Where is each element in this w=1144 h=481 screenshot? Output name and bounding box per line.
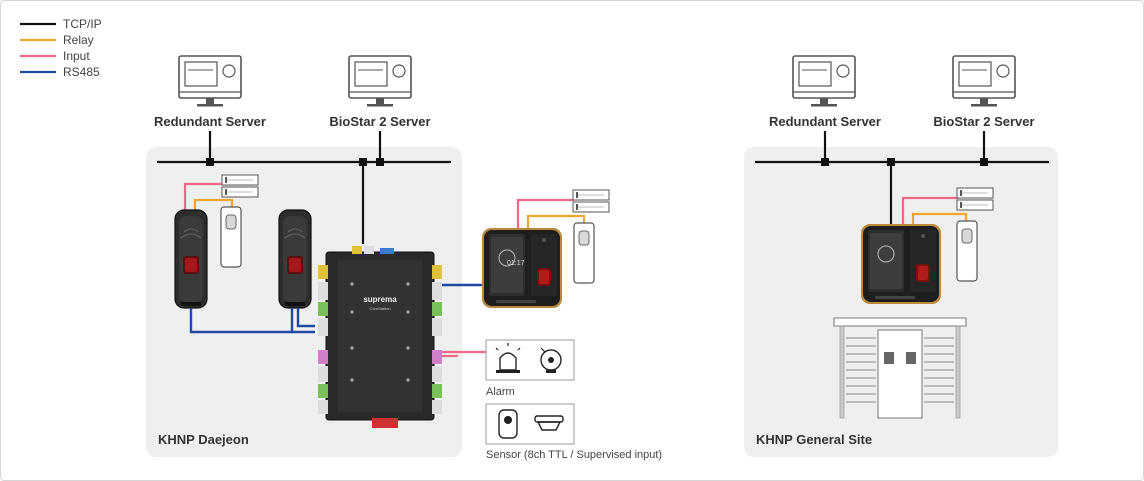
alarm-label: Alarm (486, 386, 515, 398)
card-reader-icon (278, 209, 312, 309)
biostar-server-monitor-icon (952, 55, 1016, 108)
legend-input-label: Input (63, 49, 90, 63)
biostar-server-monitor-icon (348, 55, 412, 108)
rs485-wire (189, 308, 315, 334)
face-terminal-icon (481, 227, 563, 309)
site-left-label: KHNP Daejeon (158, 432, 249, 447)
relay-wire (193, 198, 234, 212)
right-biostar-server-label: BioStar 2 Server (933, 114, 1034, 129)
exit-button-icon (573, 222, 595, 284)
card-reader-icon (174, 209, 208, 309)
redundant-server-monitor-icon (178, 55, 242, 108)
left-redundant-server-label: Redundant Server (154, 114, 266, 129)
left-tcpip-network (157, 131, 451, 244)
right-tcpip-network (755, 131, 1049, 226)
controller-model: CoreStation (369, 306, 390, 311)
sensor-label: Sensor (8ch TTL / Supervised input) (486, 449, 662, 461)
sensor-box (485, 403, 575, 445)
controller-brand: suprema (363, 295, 397, 304)
motion-sensor-icon (498, 409, 518, 439)
turnstile-gate-icon (833, 317, 967, 419)
relay-wire (911, 212, 968, 228)
bell-icon (540, 347, 562, 373)
smoke-detector-icon (534, 415, 564, 431)
controller-board-icon: suprema CoreStation (318, 246, 442, 428)
legend-relay-label: Relay (63, 33, 94, 47)
rs485-wire (296, 308, 315, 328)
site-right-label: KHNP General Site (756, 432, 872, 447)
legend-rs485-label: RS485 (63, 65, 100, 79)
exit-button-icon (956, 220, 978, 282)
siren-icon (495, 343, 521, 373)
input-wire (516, 198, 574, 230)
input-wire (183, 182, 222, 212)
legend: TCP/IP Relay Input RS485 (20, 17, 102, 79)
alarm-box (485, 339, 575, 381)
legend-tcpip-label: TCP/IP (63, 17, 102, 31)
door-sensor-icon (572, 189, 610, 213)
left-biostar-server-label: BioStar 2 Server (329, 114, 430, 129)
relay-wire (526, 214, 586, 230)
terminal-time: 01:17 (507, 260, 525, 267)
right-redundant-server-label: Redundant Server (769, 114, 881, 129)
redundant-server-monitor-icon (792, 55, 856, 108)
face-terminal-icon (860, 223, 942, 305)
exit-button-icon (220, 206, 242, 268)
input-wire (901, 196, 958, 228)
